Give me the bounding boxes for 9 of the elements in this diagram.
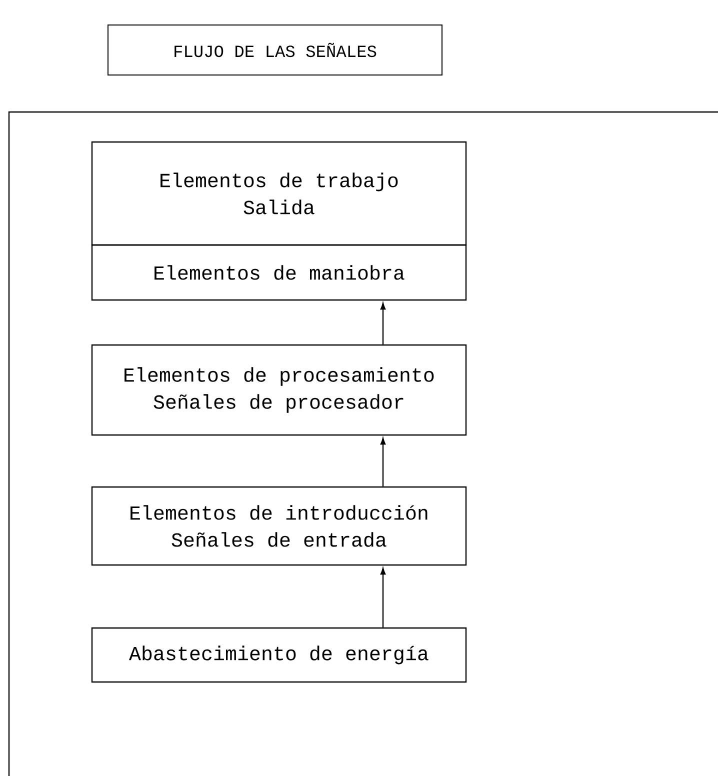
block-box: Elementos de procesamiento Señales de procesador [91,344,467,436]
block-box: Elementos de introducción Señales de entrada [91,486,467,566]
arrow [380,568,386,628]
arrow [380,302,386,344]
arrow [380,438,386,486]
title-box: FLUJO DE LAS SEÑALES [108,24,442,76]
block-box: Abastecimiento de energía [91,627,467,683]
block-box: Elementos de trabajo Salida [91,141,467,246]
block-box: Elementos de maniobra [91,244,467,301]
